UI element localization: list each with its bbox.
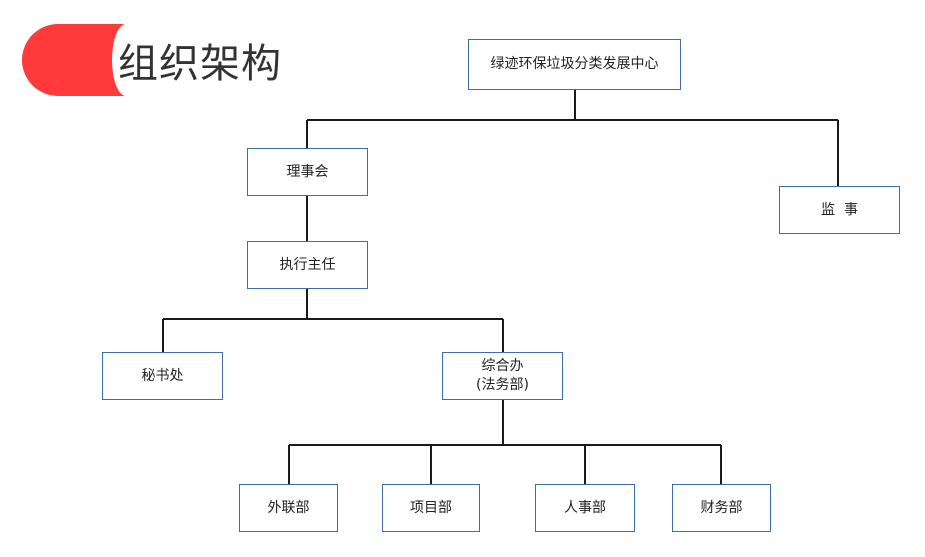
page-title: 组织架构: [118, 41, 282, 87]
node-finance: 财务部: [672, 484, 771, 532]
node-council: 理事会: [247, 148, 368, 196]
title-accent-tab: [22, 24, 140, 96]
node-projects: 项目部: [382, 484, 480, 532]
node-external-relations: 外联部: [239, 484, 338, 532]
node-general-office: 综合办 (法务部): [442, 352, 563, 400]
node-root: 绿迹环保垃圾分类发展中心: [468, 39, 681, 90]
node-supervisor: 监 事: [779, 186, 900, 234]
node-secretariat: 秘书处: [102, 352, 223, 400]
node-hr: 人事部: [535, 484, 635, 532]
node-executive-director: 执行主任: [247, 241, 368, 289]
